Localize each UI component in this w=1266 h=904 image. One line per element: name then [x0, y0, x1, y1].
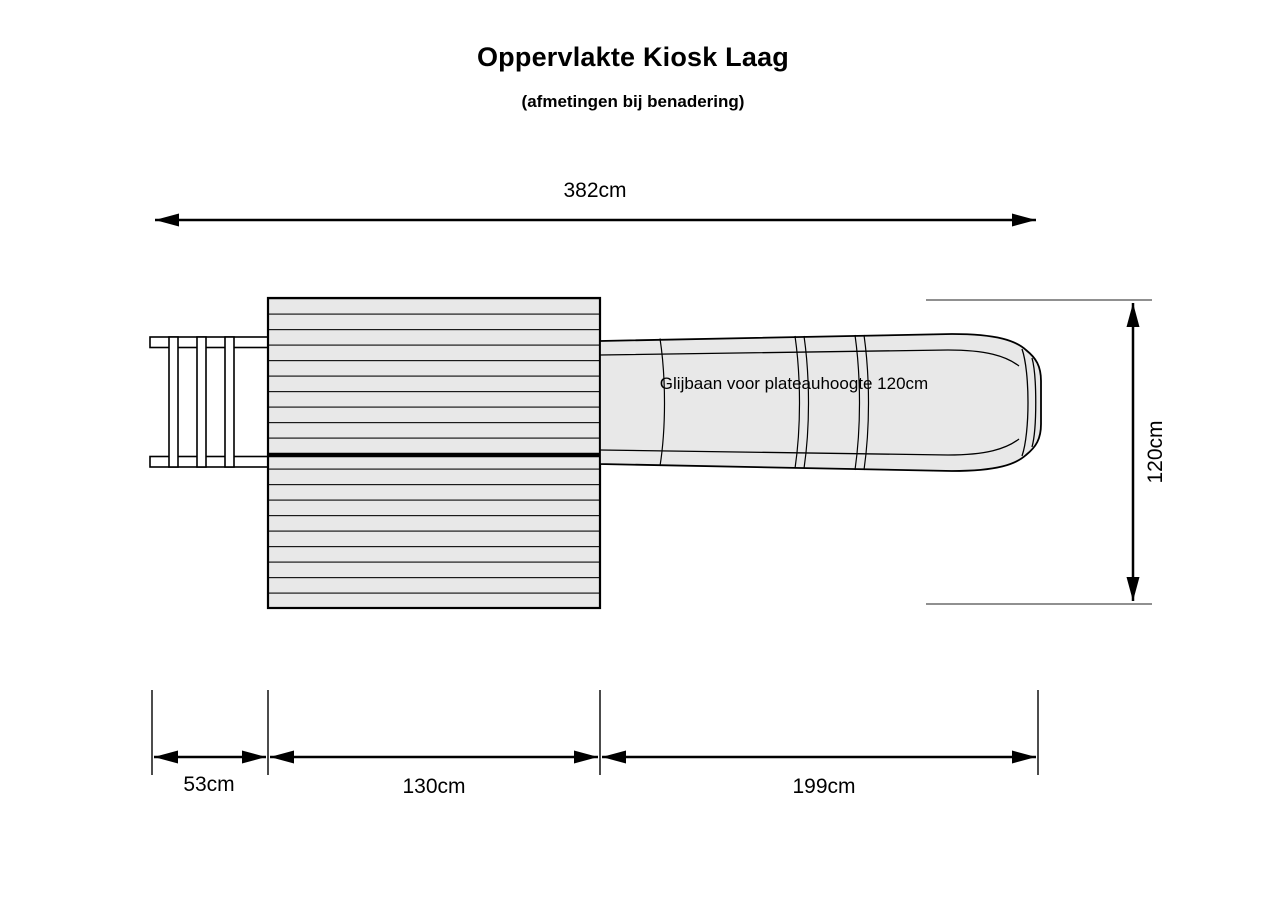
slide-joint-line — [659, 338, 666, 467]
slide-end-cap-line — [1031, 357, 1037, 448]
ladder-shape — [149, 336, 269, 468]
dimension-label-platform-width: 130cm — [402, 775, 466, 798]
dimension-label-total-width: 382cm — [563, 179, 627, 202]
slide-shape — [599, 333, 1042, 472]
dimension-label-depth: 120cm — [1144, 420, 1167, 484]
dimension-label-slide-length: 199cm — [792, 775, 856, 798]
slide-end-cap-line — [1021, 348, 1029, 457]
page-title: Oppervlakte Kiosk Laag — [476, 42, 789, 72]
slide-joint-line — [854, 334, 861, 471]
slide-inner-edge-bottom — [599, 438, 1020, 456]
slide-joint-line — [794, 335, 801, 469]
ladder-rail-top — [149, 336, 269, 349]
slide-label: Glijbaan voor plateauhoogte 120cm — [659, 374, 929, 393]
slide-joint-line — [803, 335, 810, 469]
slide-inner-edge-top — [599, 349, 1020, 367]
slide-joint-line — [863, 334, 870, 471]
slide-outline — [599, 333, 1042, 472]
ladder-rung — [224, 336, 235, 468]
ladder-rung — [168, 336, 179, 468]
dimension-label-ladder-width: 53cm — [183, 773, 235, 796]
ladder-rail-bottom — [149, 455, 269, 468]
page-subtitle: (afmetingen bij benadering) — [521, 92, 745, 111]
ladder-rung — [196, 336, 207, 468]
